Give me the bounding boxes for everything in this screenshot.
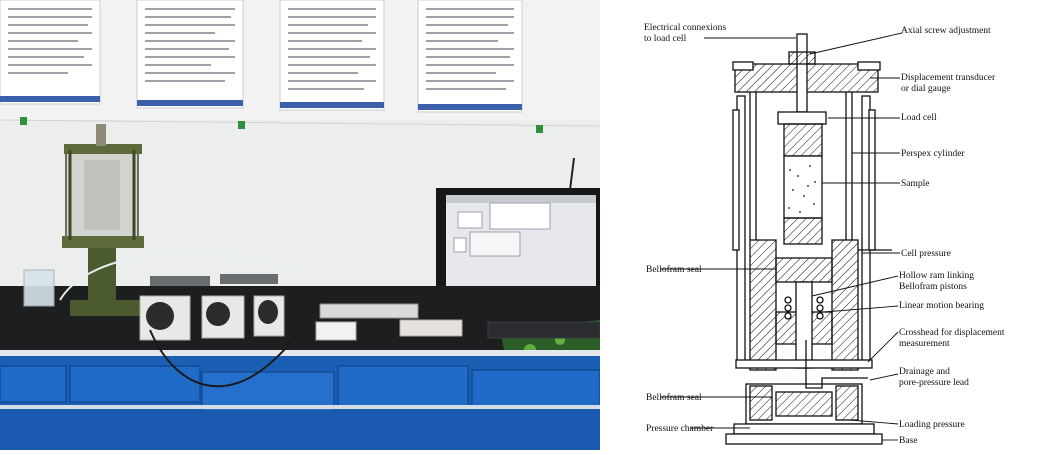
lab-photo (0, 0, 600, 450)
label-perspex: Perspex cylinder (901, 149, 965, 159)
label-sample: Sample (901, 179, 930, 189)
axial-screw (796, 33, 808, 113)
label-load-cell: Load cell (901, 113, 937, 123)
label-disp-1: Displacement transducer (901, 73, 996, 83)
triaxial-schematic: Electrical connexions to load cell Axial… (600, 0, 1057, 450)
lab-photo-illustration (0, 0, 600, 450)
label-cell-pressure: Cell pressure (901, 249, 951, 259)
label-bellofram-bottom: Bellofram seal (646, 392, 702, 403)
label-base: Base (899, 436, 917, 446)
actuators (139, 274, 285, 341)
label-disp-2: or dial gauge (901, 84, 951, 94)
computer-monitor (436, 188, 600, 309)
label-hollow-2: Bellofram pistons (899, 281, 967, 292)
load-cell-block (777, 111, 827, 125)
sample-body (783, 155, 823, 219)
blue-cabinets (0, 350, 600, 450)
label-drainage-1: Drainage and (899, 367, 950, 377)
right-body (831, 239, 859, 371)
wall-posters (0, 0, 523, 113)
label-crosshead-1: Crosshead for displacement (899, 327, 1005, 338)
label-linear: Linear motion bearing (899, 301, 984, 311)
hollow-ram (795, 281, 813, 369)
label-drainage-2: pore-pressure lead (899, 378, 969, 388)
schematic-drawing: Electrical connexions to load cell Axial… (644, 23, 1005, 446)
label-bellofram-top: Bellofram seal (646, 264, 702, 275)
label-axial: Axial screw adjustment (901, 26, 991, 36)
label-hollow-1: Hollow ram linking (899, 271, 974, 281)
base-plate (733, 423, 875, 435)
label-crosshead-2: measurement (899, 339, 950, 349)
triaxial-cell (62, 124, 144, 316)
label-electrical-1: Electrical connexions (644, 23, 726, 33)
label-loading-pressure: Loading pressure (899, 420, 965, 430)
label-pressure-chamber: Pressure chamber (646, 424, 714, 434)
label-electrical-2: to load cell (644, 34, 687, 44)
left-body (749, 239, 777, 371)
